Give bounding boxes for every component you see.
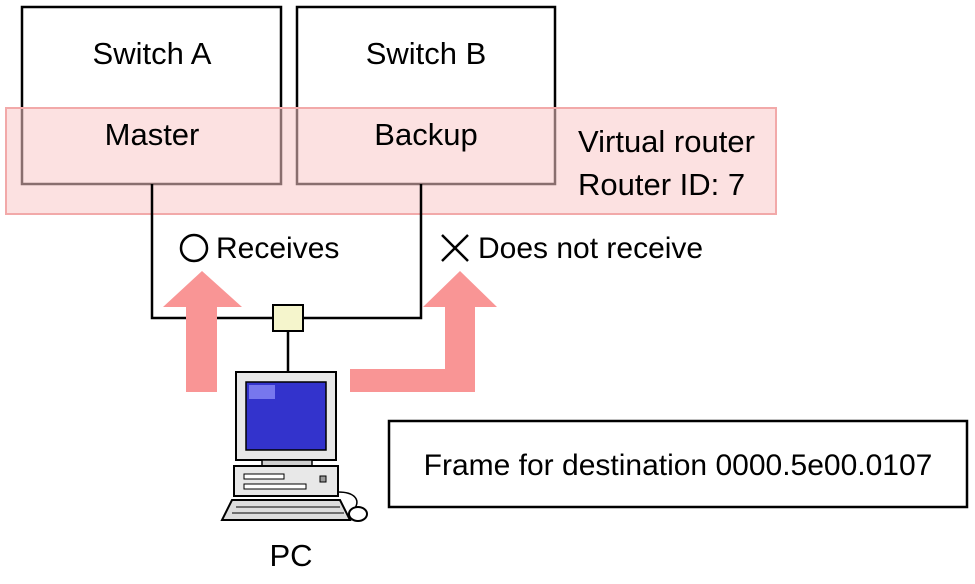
not-receive-cross-icon xyxy=(441,234,469,262)
not-receive-label: Does not receive xyxy=(478,232,703,265)
receives-label: Receives xyxy=(216,232,339,265)
switch-b-name: Switch B xyxy=(366,36,487,71)
not-receive-arrow xyxy=(350,271,497,392)
virtual-router-band xyxy=(5,107,777,215)
virtual-router-label: Virtual router xyxy=(578,124,755,159)
frame-label: Frame for destination 0000.5e00.0107 xyxy=(424,449,933,482)
receives-circle-icon xyxy=(179,233,209,263)
pc-label: PC xyxy=(269,538,312,573)
switch-b-role: Backup xyxy=(374,117,477,152)
receive-arrow xyxy=(163,271,242,392)
switch-a-role: Master xyxy=(105,117,200,152)
router-id-label: Router ID: 7 xyxy=(578,167,745,202)
pc-icon xyxy=(220,371,368,522)
hub-icon xyxy=(272,304,304,332)
frame-box xyxy=(387,419,969,509)
switch-a-name: Switch A xyxy=(93,36,212,71)
